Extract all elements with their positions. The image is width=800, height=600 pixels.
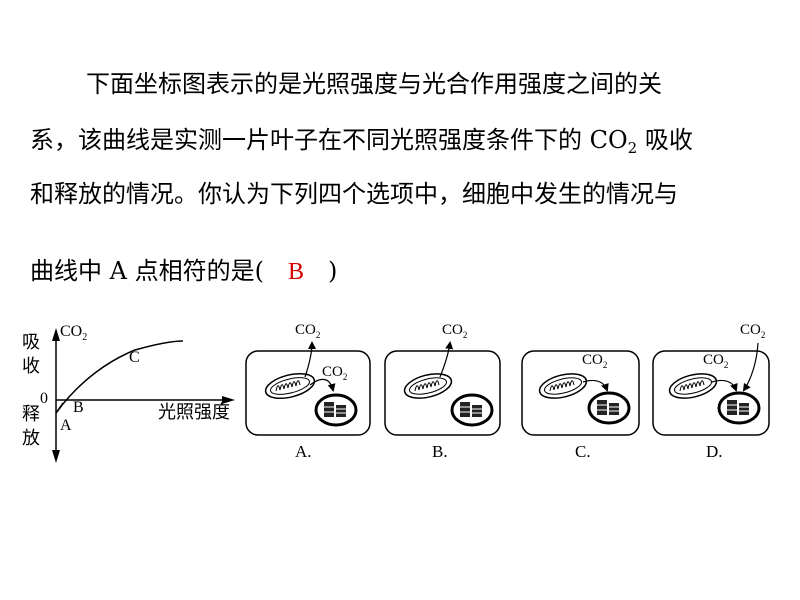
x-axis-arrow xyxy=(222,396,235,404)
cell-membrane xyxy=(384,350,501,436)
cell-membrane xyxy=(521,350,640,436)
co2-in-label: CO2 xyxy=(322,364,347,382)
answer-letter: B xyxy=(287,259,304,285)
co2-transfer-arrow xyxy=(711,379,738,392)
option-a-cell: CO2 CO2 A. xyxy=(245,322,371,461)
curve-lead xyxy=(55,402,64,414)
chloroplast xyxy=(587,391,631,425)
co2-release-arrow xyxy=(439,341,454,378)
co2-transfer-arrow xyxy=(582,379,609,392)
photosynthesis-curve xyxy=(55,340,184,414)
point-c-label: C xyxy=(129,349,140,366)
question-line-4-post: ) xyxy=(327,257,338,285)
co2-in-label: CO2 xyxy=(703,352,728,370)
option-label: A. xyxy=(295,442,312,461)
cell-membrane xyxy=(652,350,770,436)
x-axis-label: 光照强度 xyxy=(158,402,230,422)
co2-out-label: CO2 xyxy=(295,322,320,340)
question-line-2-post: 吸收 xyxy=(637,126,693,154)
answer-blank: B xyxy=(264,259,328,285)
mitochondrion xyxy=(538,373,588,399)
question-text: 下面坐标图表示的是光照强度与光合作用强度之间的关 系，该曲线是实测一片叶子在不同… xyxy=(30,70,693,286)
y-axis-arrow-top xyxy=(52,328,60,341)
cell-membrane xyxy=(245,350,371,436)
option-c-cell: CO2 C. xyxy=(521,350,640,461)
point-b-label: B xyxy=(73,399,84,416)
origin-zero: 0 xyxy=(40,390,48,407)
option-label: C. xyxy=(575,442,591,461)
question-line-1: 下面坐标图表示的是光照强度与光合作用强度之间的关 xyxy=(86,70,662,98)
question-line-4-pre: 曲线中 A 点相符的是( xyxy=(30,257,264,285)
question-line-2-pre: 系，该曲线是实测一片叶子在不同光照强度条件下的 CO xyxy=(30,126,628,154)
y-label-xi: 吸 xyxy=(22,332,40,352)
co2-in-label: CO2 xyxy=(582,352,607,370)
y-label-shi: 释 xyxy=(22,404,40,424)
point-a-label: A xyxy=(60,417,72,434)
mitochondrion xyxy=(668,373,718,399)
chloroplast xyxy=(717,391,761,425)
co2-release-arrow xyxy=(304,341,316,378)
co2-transfer-arrow xyxy=(309,378,336,392)
co2-subscript: 2 xyxy=(627,139,638,157)
y-label-shou: 收 xyxy=(22,356,40,376)
mitochondrion xyxy=(403,373,453,399)
co2-out-label: CO2 xyxy=(442,322,467,340)
question-line-2: 系，该曲线是实测一片叶子在不同光照强度条件下的 CO2 吸收 xyxy=(30,126,693,162)
chloroplast xyxy=(314,393,358,427)
graph-co2-label: CO2 xyxy=(60,323,87,343)
co2-uptake-arrow xyxy=(742,342,759,392)
chloroplast xyxy=(450,393,494,427)
mitochondrion xyxy=(264,372,316,400)
option-label: B. xyxy=(432,442,448,461)
question-line-4: 曲线中 A 点相符的是( B ) xyxy=(30,257,337,286)
light-intensity-graph: 吸 收 释 放 CO2 0 光照强度 A B C xyxy=(22,323,235,463)
question-line-3: 和释放的情况。你认为下列四个选项中，细胞中发生的情况与 xyxy=(30,180,678,208)
y-axis-arrow-bottom xyxy=(52,450,60,463)
option-b-cell: CO2 B. xyxy=(384,322,501,461)
option-d-cell: CO2 CO2 D. xyxy=(652,322,770,461)
y-label-fang: 放 xyxy=(22,428,40,448)
co2-out-label: CO2 xyxy=(740,322,765,340)
figure: 吸 收 释 放 CO2 0 光照强度 A B C CO2 CO2 A. xyxy=(22,322,770,463)
option-label: D. xyxy=(706,442,723,461)
